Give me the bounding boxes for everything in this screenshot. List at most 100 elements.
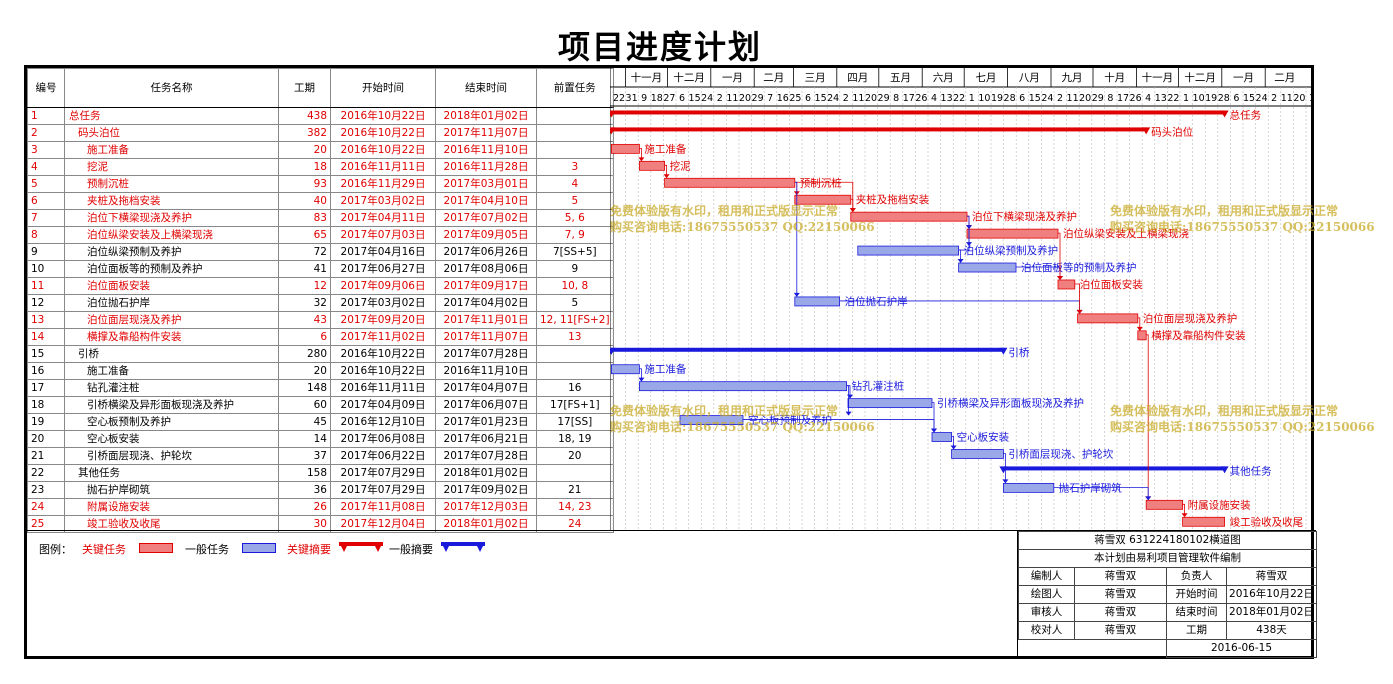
cell-id: 24: [27, 498, 65, 516]
dependency-arrow: [957, 259, 964, 264]
dependency-arrow: [966, 242, 972, 247]
dependency-link: [664, 164, 667, 178]
bar-label: 空心板安装: [957, 431, 1010, 444]
info-cell: 蒋雪双: [1074, 585, 1167, 604]
watermark-line2: 购买咨询电话:18675550537 QQ:22150066: [1110, 420, 1375, 434]
bar-label: 附属设施安装: [1188, 498, 1251, 511]
cell-duration: 12: [278, 277, 331, 295]
cell-start: 2017年11月08日: [330, 498, 436, 516]
col-id[interactable]: 编号: [27, 68, 65, 108]
dependency-arrow: [845, 411, 852, 416]
day-label: 24: [1256, 93, 1268, 104]
info-date: 2016-06-15: [1165, 639, 1318, 658]
dependency-link: [1146, 334, 1149, 500]
cell-name: 泊位抛石护岸: [64, 294, 279, 312]
cell-predecessor: [536, 362, 614, 380]
cell-name: 码头泊位: [64, 124, 279, 142]
col-name[interactable]: 任务名称: [64, 68, 279, 108]
cell-name: 总任务: [64, 107, 279, 125]
day-label: 15: [815, 93, 827, 104]
day-label: 6: [805, 93, 811, 104]
day-label: 22: [1167, 93, 1179, 104]
day-label: 4: [1145, 93, 1151, 104]
cell-end: 2017年04月02日: [435, 294, 537, 312]
dependency-arrow: [931, 428, 937, 433]
month-label: 三月: [805, 72, 826, 84]
day-label: 1: [1183, 93, 1189, 104]
cell-predecessor: 18, 19: [536, 430, 614, 448]
day-label: 20: [865, 93, 877, 104]
col-predecessor[interactable]: 前置任务: [536, 68, 614, 108]
day-label: 8: [1107, 93, 1113, 104]
cell-predecessor: 17[SS]: [536, 413, 614, 431]
bar-label: 引桥面层现浇、护轮坎: [1008, 447, 1113, 460]
cell-predecessor: 5, 6: [536, 209, 614, 227]
legend-critical-task-swatch: [139, 543, 173, 553]
cell-id: 6: [27, 192, 65, 210]
cell-predecessor: 12, 11[FS+2]: [536, 311, 614, 329]
bar-label: 横撑及靠船构件安装: [1151, 329, 1246, 342]
cell-end: 2017年03月01日: [435, 175, 537, 193]
dependency-link: [639, 368, 642, 381]
month-label: 九月: [1062, 72, 1083, 84]
cell-start: 2017年07月03日: [330, 226, 436, 244]
cell-start: 2016年11月29日: [330, 175, 436, 193]
cell-end: 2017年06月07日: [435, 396, 537, 414]
cell-predecessor: 5: [536, 192, 614, 210]
cell-name: 引桥面层现浇、护轮坎: [64, 447, 279, 465]
cell-predecessor: 10, 8: [536, 277, 614, 295]
watermark-line1: 免费体验版有水印，租用和正式版显示正常: [1110, 404, 1339, 418]
cell-id: 5: [27, 175, 65, 193]
cell-start: 2016年10月22日: [330, 141, 436, 159]
col-end[interactable]: 结束时间: [435, 68, 537, 108]
task-bar: [847, 398, 933, 409]
watermark-line2: 购买咨询电话:18675550537 QQ:22150066: [610, 420, 875, 434]
cell-start: 2017年04月11日: [330, 209, 436, 227]
cell-id: 12: [27, 294, 65, 312]
watermark-line2: 购买咨询电话:18675550537 QQ:22150066: [1110, 220, 1375, 234]
cell-name: 泊位下横梁现浇及养护: [64, 209, 279, 227]
cell-id: 4: [27, 158, 65, 176]
day-label: 6: [679, 93, 685, 104]
day-label: 28: [1218, 93, 1230, 104]
cell-id: 25: [27, 515, 65, 533]
cell-duration: 20: [278, 362, 331, 380]
summary-bar: [1003, 466, 1225, 471]
cell-predecessor: [536, 345, 614, 363]
month-label: 十二月: [673, 71, 705, 84]
cell-end: 2017年07月28日: [435, 447, 537, 465]
info-cell: 2016年10月22日: [1225, 585, 1318, 604]
bar-label: 施工准备: [644, 363, 686, 376]
day-label: 17: [903, 93, 915, 104]
dependency-arrow: [638, 157, 645, 162]
col-start[interactable]: 开始时间: [330, 68, 436, 108]
cell-name: 引桥: [64, 345, 279, 363]
bar-label: 竣工验收及收尾: [1230, 515, 1304, 528]
col-duration[interactable]: 工期: [278, 68, 331, 108]
